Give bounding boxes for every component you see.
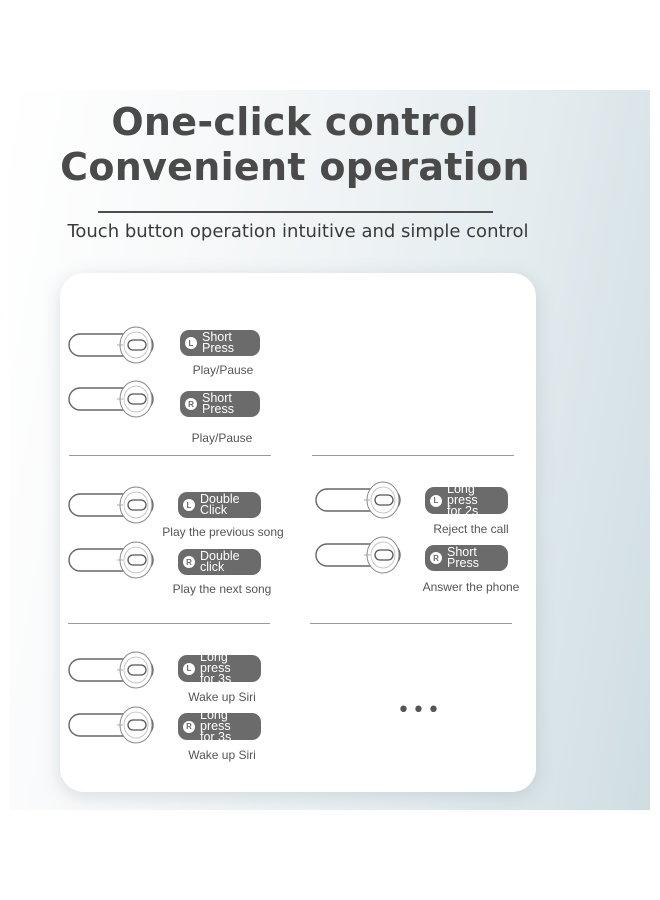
headline-line-2: Convenient operation: [60, 145, 530, 189]
gesture-label: Double Click: [200, 492, 240, 517]
earbud-icon: [315, 481, 401, 519]
gesture-badge: L Double Click: [178, 492, 261, 518]
function-caption: Answer the phone: [422, 580, 520, 594]
earbud-icon: [315, 536, 401, 574]
side-indicator: L: [183, 662, 195, 675]
headline-line-1: One-click control: [111, 100, 479, 144]
gesture-badge: R Short Press: [425, 545, 508, 571]
function-caption: Play/Pause: [191, 431, 253, 445]
earbud-icon: [68, 380, 154, 418]
section-divider: [310, 623, 512, 624]
subtitle: Touch button operation intuitive and sim…: [67, 221, 529, 242]
section-divider: [69, 455, 271, 456]
function-caption: Play the previous song: [162, 525, 284, 539]
earbud-icon: [68, 706, 154, 744]
gesture-badge: R Double click: [178, 549, 261, 575]
gesture-badge: L Short Press: [180, 330, 260, 356]
gesture-label: Short Press: [447, 545, 479, 570]
earbud-icon: [68, 651, 154, 689]
earbud-icon: [68, 486, 154, 524]
gesture-label: Long press for 3s: [200, 650, 232, 686]
gesture-label: Long press for 2s: [447, 482, 479, 518]
gesture-label: Short Press: [202, 330, 234, 355]
gesture-label: Long press for 3s: [200, 708, 232, 744]
gesture-badge: L Long press for 3s: [178, 650, 261, 686]
more-dots: •••: [397, 698, 442, 723]
function-caption: Wake up Siri: [188, 690, 256, 704]
gesture-badge: L Long press for 2s: [425, 482, 508, 518]
section-divider: [312, 455, 514, 456]
section-divider: [68, 623, 270, 624]
function-caption: Wake up Siri: [188, 748, 256, 762]
earbud-icon: [68, 326, 154, 364]
earbud-icon: [68, 541, 154, 579]
gesture-badge: R Short Press: [180, 391, 260, 417]
function-caption: Play/Pause: [192, 363, 254, 377]
gesture-badge: R Long press for 3s: [178, 708, 261, 744]
headline-rule: [98, 211, 493, 213]
side-indicator: L: [430, 494, 442, 507]
function-caption: Play the next song: [172, 582, 272, 596]
side-indicator: R: [185, 398, 197, 410]
side-indicator: R: [430, 552, 442, 564]
side-indicator: R: [183, 720, 195, 733]
gesture-label: Short Press: [202, 391, 234, 416]
side-indicator: R: [183, 556, 195, 568]
gesture-label: Double click: [200, 549, 240, 574]
side-indicator: L: [185, 337, 197, 349]
side-indicator: L: [183, 499, 195, 511]
function-caption: Reject the call: [433, 522, 509, 536]
